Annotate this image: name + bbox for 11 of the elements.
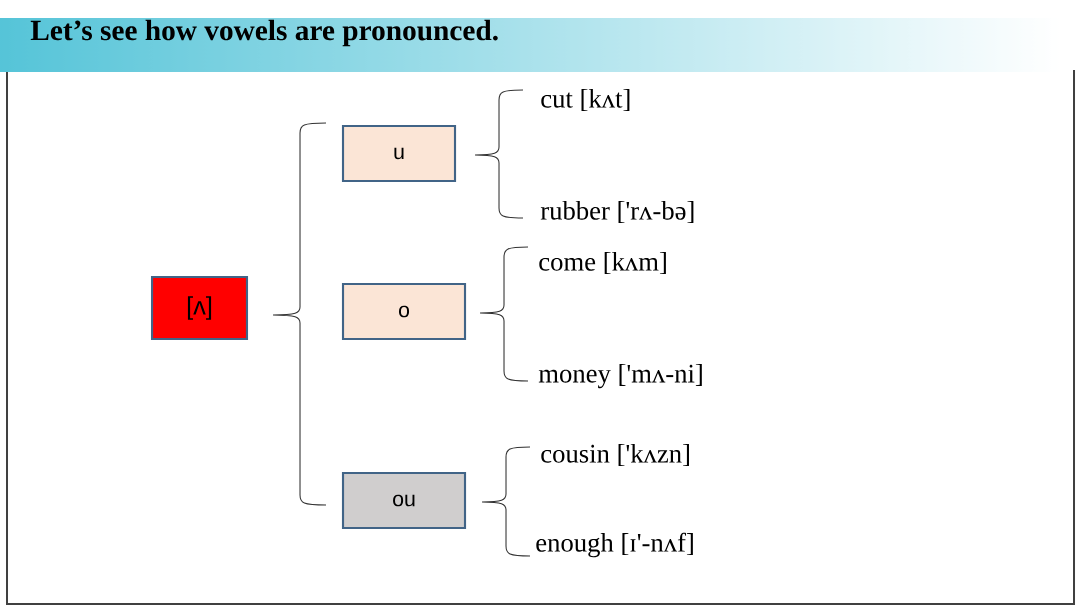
vowel-box: o xyxy=(341,282,467,341)
word-transcription: come [kʌm] xyxy=(539,251,666,275)
word-transcription: money ['mʌ-ni] xyxy=(538,363,702,389)
word-transcription: rubber ['rʌ-bə] xyxy=(540,200,694,224)
word-transcription: enough [ɪ'-nʌf] xyxy=(536,532,693,558)
title: Let’s see how vowels are pronounced. xyxy=(30,19,498,47)
vowel-box: ou xyxy=(341,471,467,530)
vowel-box: [ʌ] xyxy=(150,275,249,341)
word-transcription: cut [kʌt] xyxy=(541,88,630,112)
word-transcription: cousin ['kʌzn] xyxy=(541,443,689,467)
vowel-box: u xyxy=(341,124,457,183)
